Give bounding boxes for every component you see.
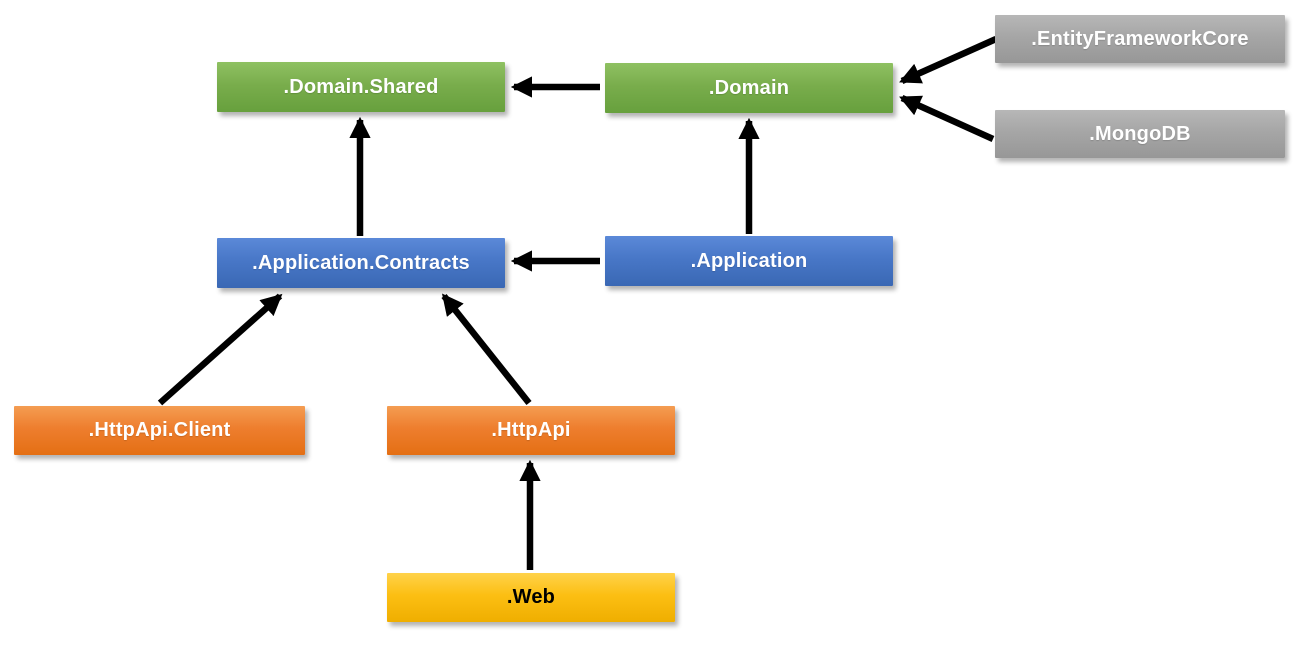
node-httpapi: .HttpApi — [387, 406, 675, 455]
arrow-entity-framework-core-to-domain — [899, 36, 998, 84]
arrow-mongodb-to-domain — [899, 95, 995, 142]
node-domain: .Domain — [605, 63, 893, 113]
arrow-httpapi-client-to-application-contracts — [157, 293, 283, 406]
node-domain-shared: .Domain.Shared — [217, 62, 505, 112]
node-application: .Application — [605, 236, 893, 286]
node-entity-framework-core: .EntityFrameworkCore — [995, 15, 1285, 63]
node-application-contracts: .Application.Contracts — [217, 238, 505, 288]
node-mongodb: .MongoDB — [995, 110, 1285, 158]
node-httpapi-client: .HttpApi.Client — [14, 406, 305, 455]
arrow-httpapi-to-application-contracts — [441, 293, 532, 406]
node-web: .Web — [387, 573, 675, 622]
